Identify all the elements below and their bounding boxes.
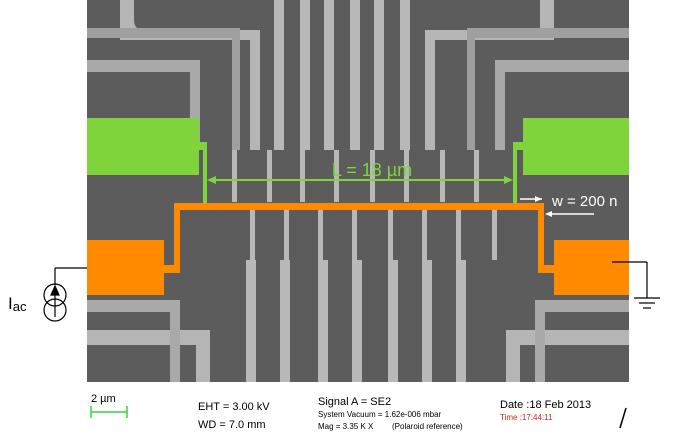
- metal-lead-top-left-inner: [87, 60, 200, 150]
- green-pad-left: [87, 118, 199, 175]
- finger-narrow: [284, 210, 289, 260]
- finger: [352, 260, 362, 382]
- finger: [388, 260, 398, 382]
- length-arrow: [207, 176, 513, 184]
- orange-pad-right: [554, 240, 629, 295]
- finger-narrow: [422, 210, 427, 260]
- green-pad-right: [523, 118, 629, 175]
- footer-bar: [87, 382, 629, 437]
- finger: [280, 260, 290, 382]
- metal-lead-top-right-inner: [495, 60, 629, 150]
- finger-narrow: [388, 210, 393, 260]
- finger: [350, 0, 360, 150]
- green-pads: [87, 118, 629, 206]
- eht-text: EHT = 3.00 kV: [198, 401, 270, 413]
- finger-narrow: [352, 210, 357, 260]
- green-pad-right-stub: [515, 142, 525, 150]
- width-arrow: [520, 196, 594, 217]
- finger-narrow: [300, 150, 305, 202]
- date-text: Date :18 Feb 2013: [500, 399, 591, 411]
- finger-narrow: [474, 150, 479, 202]
- green-pad-left-stub: [197, 142, 207, 150]
- finger-narrow: [370, 150, 375, 202]
- polaroid-text: (Polaroid reference): [392, 422, 463, 431]
- width-label: w = 200 n: [551, 193, 617, 210]
- vacuum-text: System Vacuum = 1.62e-006 mbar: [318, 410, 442, 419]
- wd-text: WD = 7.0 mm: [198, 419, 266, 431]
- finger-narrow: [250, 210, 255, 260]
- finger: [400, 0, 410, 150]
- finger: [374, 0, 384, 150]
- time-text: Time :17:44:11: [500, 413, 553, 422]
- finger: [422, 260, 432, 382]
- finger-narrow: [232, 150, 237, 202]
- finger: [318, 260, 328, 382]
- finger-narrow: [492, 210, 497, 260]
- signal-text: Signal A = SE2: [318, 396, 391, 408]
- finger-narrow: [267, 150, 272, 202]
- finger-narrow: [456, 210, 461, 260]
- current-source-icon: [43, 267, 87, 322]
- finger-narrow: [440, 150, 445, 202]
- orange-nanowire: [174, 203, 544, 210]
- green-pad-left-lead: [203, 142, 207, 206]
- top-fingers: [232, 0, 479, 202]
- orange-pad-left: [87, 240, 164, 295]
- finger: [300, 0, 310, 150]
- orange-vertical-left: [174, 203, 180, 273]
- scale-bar: [90, 406, 128, 418]
- metal-lead-bottom-right-2: [535, 300, 629, 382]
- green-pad-right-lead: [513, 142, 517, 206]
- bottom-fingers: [246, 210, 497, 382]
- scale-bar-label: 2 µm: [91, 393, 116, 405]
- mag-text: Mag = 3.35 K X: [318, 422, 374, 431]
- orange-link-left: [162, 265, 178, 273]
- orange-link-right: [538, 265, 556, 273]
- orange-vertical-right: [538, 203, 544, 271]
- length-label: L = 18 µm: [332, 160, 412, 180]
- finger-narrow: [318, 210, 323, 260]
- orange-wire: [87, 203, 629, 295]
- ground-icon: [612, 261, 660, 309]
- finger: [324, 0, 334, 150]
- logo-mark: [619, 407, 627, 429]
- metal-lead-bottom-left-2: [87, 300, 180, 382]
- finger-narrow: [404, 150, 409, 202]
- current-label-sub: ac: [13, 299, 27, 314]
- current-label: Iac: [8, 294, 27, 314]
- current-label-main: I: [8, 294, 13, 313]
- finger-narrow: [334, 150, 339, 202]
- finger: [246, 260, 256, 382]
- finger: [274, 0, 284, 150]
- finger: [456, 260, 466, 382]
